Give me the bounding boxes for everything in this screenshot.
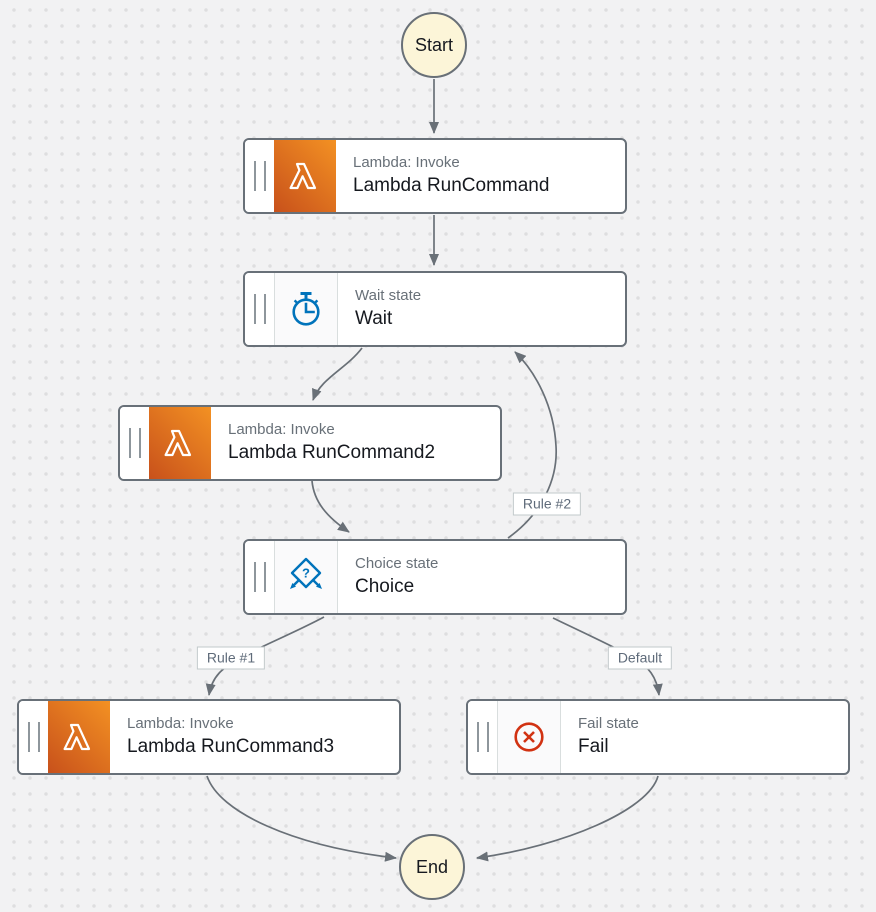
- edge-fail-to-end: [476, 775, 659, 862]
- drag-handle[interactable]: [468, 701, 497, 773]
- question-mark-glyph: ?: [302, 566, 310, 581]
- drag-handle[interactable]: [245, 140, 274, 212]
- drag-handle[interactable]: [120, 407, 149, 479]
- grip-icon: [128, 428, 141, 458]
- edge-wait-to-lambda2: [312, 347, 363, 401]
- state-type-label: Fail state: [578, 714, 639, 732]
- state-name: Wait: [355, 308, 393, 330]
- start-label: Start: [414, 34, 453, 55]
- lambda-icon: [149, 407, 211, 479]
- state-type-label: Lambda: Invoke: [228, 420, 335, 438]
- edge-lambda3-to-end: [206, 775, 397, 862]
- state-name: Lambda RunCommand: [353, 175, 550, 197]
- grip-icon: [253, 161, 266, 191]
- state-node-choice[interactable]: ? Choice state Choice: [243, 539, 627, 615]
- end-node: End: [399, 834, 465, 900]
- start-node: Start: [401, 12, 467, 78]
- state-name: Fail: [578, 736, 609, 758]
- state-name: Lambda RunCommand2: [228, 442, 436, 464]
- state-node-fail[interactable]: Fail state Fail: [466, 699, 850, 775]
- choice-diamond-icon: ?: [274, 541, 338, 613]
- end-label: End: [415, 856, 449, 877]
- state-type-label: Choice state: [355, 554, 439, 572]
- lambda-icon: [274, 140, 336, 212]
- state-node-lambda-runcommand2[interactable]: Lambda: Invoke Lambda RunCommand2: [118, 405, 502, 481]
- state-type-label: Lambda: Invoke: [353, 153, 460, 171]
- grip-icon: [476, 722, 489, 752]
- grip-icon: [27, 722, 40, 752]
- edge-label-default: Default: [607, 646, 673, 670]
- state-node-lambda-runcommand[interactable]: Lambda: Invoke Lambda RunCommand: [243, 138, 627, 214]
- edge-label-rule2: Rule #2: [512, 492, 582, 516]
- edge-lambda2-to-choice: [311, 480, 350, 533]
- state-node-lambda-runcommand3[interactable]: Lambda: Invoke Lambda RunCommand3: [17, 699, 401, 775]
- lambda-icon: [48, 701, 110, 773]
- fail-x-icon: [497, 701, 561, 773]
- state-name: Choice: [355, 576, 415, 598]
- state-type-label: Lambda: Invoke: [127, 714, 234, 732]
- stopwatch-icon: [274, 273, 338, 345]
- edge-label-rule1: Rule #1: [196, 646, 266, 670]
- grip-icon: [253, 294, 266, 324]
- drag-handle[interactable]: [245, 541, 274, 613]
- state-name: Lambda RunCommand3: [127, 736, 335, 758]
- state-type-label: Wait state: [355, 286, 422, 304]
- drag-handle[interactable]: [245, 273, 274, 345]
- state-node-wait[interactable]: Wait state Wait: [243, 271, 627, 347]
- drag-handle[interactable]: [19, 701, 48, 773]
- grip-icon: [253, 562, 266, 592]
